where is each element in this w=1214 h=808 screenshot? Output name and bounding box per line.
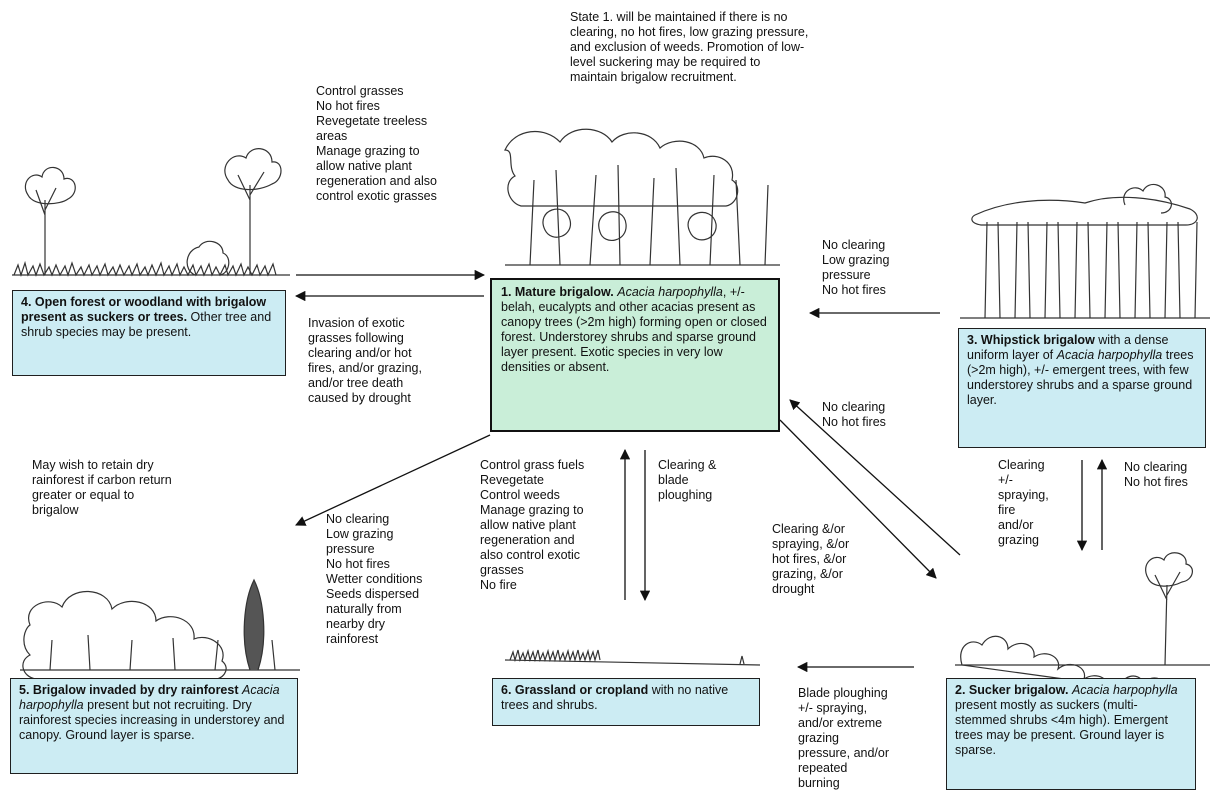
state-6-body: with no native trees and shrubs. bbox=[501, 683, 729, 712]
dry-rainforest-carbon-note: May wish to retain dry rainforest if car… bbox=[32, 458, 172, 517]
state-4-open-forest: 4. Open forest or woodland with brigalow… bbox=[12, 290, 286, 376]
state-4-title: 4. Open forest or woodland with brigalow… bbox=[21, 295, 267, 324]
state-3-whipstick-brigalow: 3. Whipstick brigalow with a dense unifo… bbox=[958, 328, 1206, 448]
arrow-1-to-2 bbox=[779, 419, 937, 579]
transition-2-to-6-note: Blade ploughing +/- spraying, and/or ext… bbox=[798, 686, 890, 790]
transition-2-to-1-note: No clearing No hot fires bbox=[822, 400, 886, 429]
state-1-title: 1. Mature brigalow. bbox=[501, 285, 614, 299]
woodland-sketch-icon bbox=[12, 148, 290, 277]
sucker-brigalow-sketch-icon bbox=[955, 552, 1210, 694]
state-3-species: Acacia harpophylla bbox=[1056, 348, 1163, 362]
state-4-body: Other tree and shrub species may be pres… bbox=[21, 310, 272, 339]
transition-2-to-3-note: No clearing No hot fires bbox=[1124, 460, 1188, 489]
transition-6-to-1-note: Control grass fuels Revegetate Control w… bbox=[480, 458, 585, 592]
transition-arrows bbox=[294, 269, 1108, 673]
transition-1-to-4-note: Invasion of exotic grasses following cle… bbox=[308, 316, 422, 405]
state-2-sucker-brigalow: 2. Sucker brigalow. Acacia harpophylla p… bbox=[946, 678, 1196, 790]
transition-3-to-2-note: Clearing +/- spraying, fire and/or grazi… bbox=[998, 458, 1049, 547]
state-3-body-1: with a dense uniform layer of bbox=[967, 333, 1169, 362]
whipstick-sketch-icon bbox=[960, 183, 1210, 319]
state-2-species: Acacia harpophylla bbox=[1071, 683, 1178, 697]
state-5-title: 5. Brigalow invaded by dry rainforest bbox=[19, 683, 239, 697]
state-6-title: 6. Grassland or cropland bbox=[501, 683, 649, 697]
transition-3-to-1-note: No clearing Low grazing pressure No hot … bbox=[822, 238, 890, 297]
state-3-title: 3. Whipstick brigalow bbox=[967, 333, 1095, 347]
transition-4-to-1-note: Control grasses No hot fires Revegetate … bbox=[316, 84, 437, 203]
state-5-dry-rainforest: 5. Brigalow invaded by dry rainforest Ac… bbox=[10, 678, 298, 774]
state-3-body-2: trees (>2m high), +/- emergent trees, wi… bbox=[967, 348, 1194, 407]
transition-1-to-6-note: Clearing & blade ploughing bbox=[658, 458, 717, 502]
mature-forest-sketch-icon bbox=[504, 128, 780, 266]
state-6-grassland: 6. Grassland or cropland with no native … bbox=[492, 678, 760, 726]
dry-rainforest-sketch-icon bbox=[20, 578, 300, 680]
state-2-title: 2. Sucker brigalow. bbox=[955, 683, 1069, 697]
state-1-species: Acacia harpophylla bbox=[617, 285, 723, 299]
arrow-2-to-1 bbox=[789, 399, 961, 556]
state-1-body: , +/- belah, eucalypts and other acacias… bbox=[501, 285, 767, 374]
state-1-mature-brigalow: 1. Mature brigalow. Acacia harpophylla, … bbox=[490, 278, 780, 432]
state-5-body: present but not recruiting. Dry rainfore… bbox=[19, 698, 285, 742]
arrow-1-to-5 bbox=[295, 434, 491, 526]
transition-1-to-2-note: Clearing &/or spraying, &/or hot fires, … bbox=[772, 522, 850, 596]
state-5-species: Acacia harpophylla bbox=[19, 683, 280, 712]
grassland-sketch-icon bbox=[504, 648, 761, 666]
transition-1-to-5-note: No clearing Low grazing pressure No hot … bbox=[326, 512, 423, 646]
state-2-body: present mostly as suckers (multi-stemmed… bbox=[955, 698, 1168, 757]
state1-maintenance-note: State 1. will be maintained if there is … bbox=[570, 10, 809, 84]
